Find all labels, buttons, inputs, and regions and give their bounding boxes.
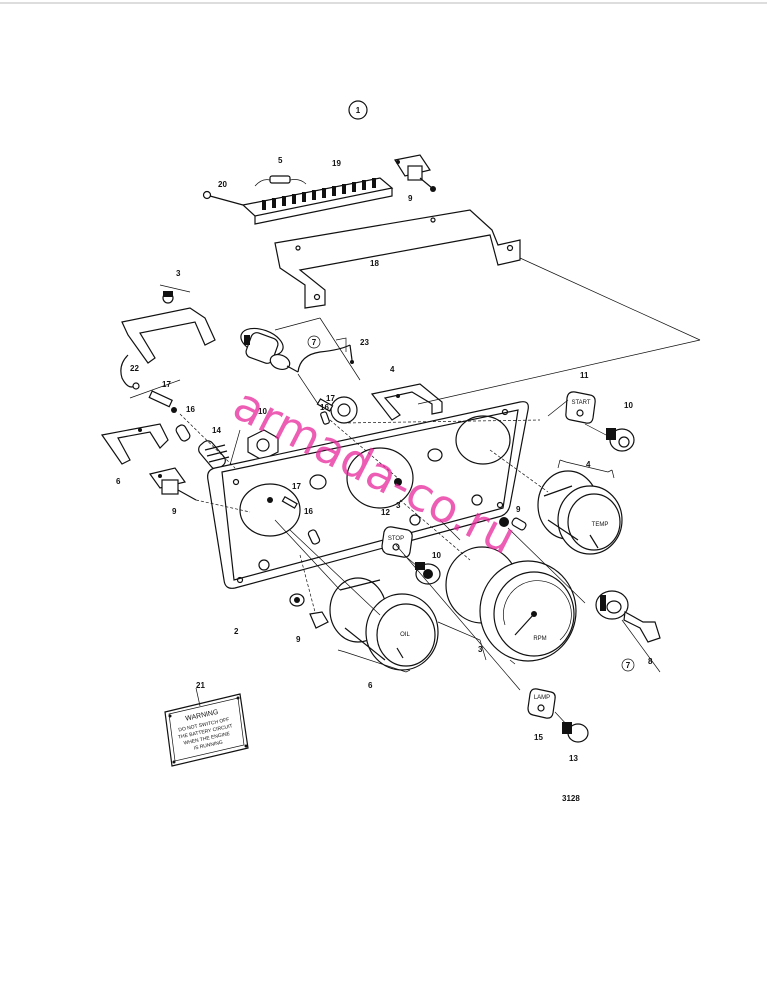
svg-text:7: 7	[312, 338, 317, 347]
lamp-plate-15: LAMP	[527, 688, 556, 719]
screw-20	[202, 190, 244, 206]
warning-plate-21: WARNING DO NOT SWITCH OFF THE BATTERY CI…	[164, 687, 249, 767]
callout-10-center: 10	[432, 551, 441, 560]
bracket-3	[121, 291, 216, 364]
callout-17-left: 17	[162, 380, 171, 389]
callout-10-right: 10	[624, 401, 633, 410]
svg-text:7: 7	[626, 661, 631, 670]
svg-text:1: 1	[356, 106, 361, 115]
start-knob-10	[606, 428, 635, 452]
stop-knob-10	[415, 562, 441, 585]
callout-7-bottom: 7	[621, 658, 635, 672]
bracket-18	[274, 209, 521, 309]
svg-text:OIL: OIL	[400, 632, 410, 638]
bracket-6	[100, 423, 169, 465]
callout-15: 15	[534, 733, 543, 742]
bulb-16-left	[175, 424, 191, 442]
bulb-holder-17-center	[316, 398, 334, 425]
nut-10-left	[247, 429, 279, 461]
sensor-wire-22	[120, 354, 140, 390]
callout-22: 22	[130, 364, 139, 373]
view-number-circle: 1	[348, 100, 368, 120]
callout-9-left: 9	[172, 507, 177, 516]
callout-23: 23	[360, 338, 369, 347]
left-switch-9	[148, 467, 197, 501]
callout-6-left: 6	[116, 477, 121, 486]
bulb-holder-17-panel	[281, 495, 321, 545]
projection-lines	[179, 257, 701, 727]
callout-17-panel: 17	[292, 482, 301, 491]
callout-3-left: 3	[176, 269, 181, 278]
callout-4-right: 4	[586, 460, 591, 469]
callout-8: 8	[648, 657, 653, 666]
callout-2: 2	[234, 627, 239, 636]
callout-21: 21	[196, 681, 205, 690]
callout-14: 14	[212, 426, 221, 435]
callout-18: 18	[370, 259, 379, 268]
callout-11: 11	[580, 371, 589, 380]
callout-brackets	[129, 284, 615, 673]
callout-16-center: 16	[320, 403, 329, 412]
bulb-holder-17-left	[148, 390, 177, 413]
ignition-sensor	[240, 327, 299, 373]
callout-16-left: 16	[186, 405, 195, 414]
nut-9-bottom	[289, 593, 329, 629]
svg-text:STOP: STOP	[388, 536, 404, 542]
callout-9-top: 9	[408, 194, 413, 203]
callout-16-panel: 16	[304, 507, 313, 516]
callout-9-bottom: 9	[296, 635, 301, 644]
svg-text:LAMP: LAMP	[534, 695, 550, 701]
top-switch	[394, 154, 436, 192]
callout-6-oil: 6	[368, 681, 373, 690]
washer-10-center	[330, 396, 358, 424]
callout-3-rpm: 3	[478, 645, 483, 654]
callout-4-top: 4	[390, 365, 395, 374]
callout-20: 20	[218, 180, 227, 189]
svg-text:RPM: RPM	[533, 636, 546, 642]
bracket-4	[370, 383, 443, 421]
cable-23	[297, 337, 354, 373]
svg-text:TEMP: TEMP	[592, 522, 609, 528]
callout-labels: 20 5 19 9 18 3 7 23 22 17 16 14 6 10 4 1…	[116, 156, 653, 763]
callout-7-top: 7	[307, 335, 321, 349]
oil-gauge: OIL	[329, 577, 439, 671]
figure-number: 3128	[562, 794, 580, 803]
ignition-lock-8	[595, 590, 661, 643]
callout-13: 13	[569, 754, 578, 763]
callout-12: 12	[381, 508, 390, 517]
callout-3-center: 3	[396, 501, 401, 510]
start-plate-11: START	[565, 391, 596, 424]
callout-19: 19	[332, 159, 341, 168]
svg-text:START: START	[571, 400, 590, 406]
stop-plate-12: STOP	[381, 526, 413, 558]
fuse	[254, 175, 307, 187]
lamp-knob-13	[562, 722, 589, 743]
instrument-panel	[207, 401, 529, 589]
terminal-block	[241, 177, 394, 225]
temp-gauge: TEMP	[537, 470, 623, 555]
callout-5: 5	[278, 156, 283, 165]
lamp-holder-14	[198, 440, 230, 470]
nut-9-right	[499, 517, 527, 531]
rpm-gauge: RPM	[445, 546, 577, 662]
callout-10-left: 10	[258, 407, 267, 416]
callout-17-center: 17	[326, 394, 335, 403]
callout-9-right: 9	[516, 505, 521, 514]
